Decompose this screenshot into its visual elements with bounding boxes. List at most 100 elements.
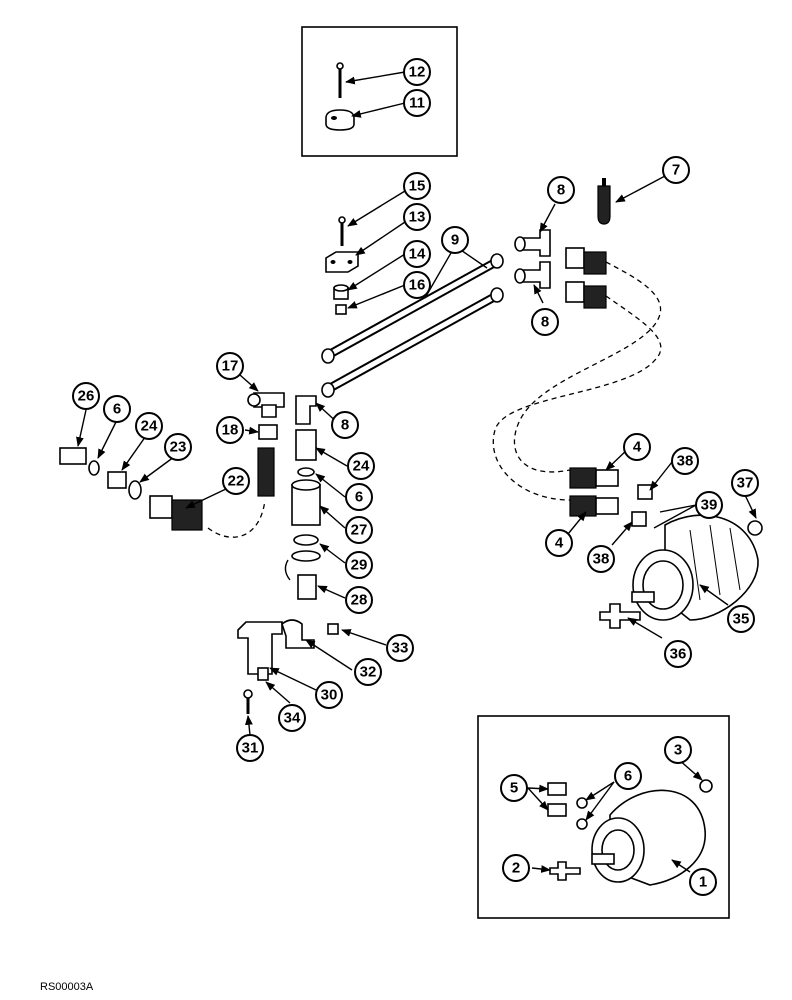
svg-text:4: 4 bbox=[555, 535, 564, 552]
svg-text:29: 29 bbox=[351, 557, 368, 574]
plug-37 bbox=[747, 520, 763, 536]
oring-6-mid bbox=[297, 467, 315, 477]
motor-35 bbox=[631, 514, 759, 621]
callout-11: 11 bbox=[403, 89, 431, 117]
svg-text:35: 35 bbox=[733, 611, 750, 628]
hose-route-2 bbox=[492, 295, 662, 501]
hose-end-22 bbox=[257, 447, 275, 497]
callout-35: 35 bbox=[727, 605, 755, 633]
callout-5: 5 bbox=[500, 774, 528, 802]
svg-text:16: 16 bbox=[409, 277, 426, 294]
svg-text:12: 12 bbox=[409, 64, 426, 81]
callout-37: 37 bbox=[731, 469, 759, 497]
svg-text:7: 7 bbox=[672, 162, 680, 179]
bolt-2 bbox=[549, 861, 581, 881]
orings-6-inset bbox=[576, 797, 588, 830]
svg-text:38: 38 bbox=[677, 453, 694, 470]
svg-text:9: 9 bbox=[451, 232, 459, 249]
fittings-5 bbox=[547, 782, 567, 817]
svg-text:34: 34 bbox=[284, 710, 301, 727]
dust-cap-28 bbox=[284, 559, 317, 600]
svg-text:38: 38 bbox=[593, 551, 610, 568]
callout-31: 31 bbox=[236, 734, 264, 762]
callout-7: 7 bbox=[662, 156, 690, 184]
callout-1: 1 bbox=[689, 868, 717, 896]
nut-34 bbox=[257, 667, 269, 681]
svg-text:6: 6 bbox=[624, 768, 632, 785]
callout-38-upper: 38 bbox=[671, 447, 699, 475]
oring-6-left bbox=[88, 460, 100, 476]
svg-text:11: 11 bbox=[409, 95, 425, 112]
callout-6-left: 6 bbox=[103, 395, 131, 423]
svg-text:30: 30 bbox=[321, 687, 338, 704]
tube-9-lower bbox=[321, 287, 504, 398]
callout-33: 33 bbox=[386, 634, 414, 662]
svg-text:39: 39 bbox=[701, 497, 718, 514]
callout-9: 9 bbox=[441, 226, 469, 254]
svg-text:3: 3 bbox=[674, 742, 682, 759]
svg-text:24: 24 bbox=[353, 458, 370, 475]
callout-16: 16 bbox=[403, 271, 431, 299]
fittings-38 bbox=[631, 484, 653, 527]
callout-4-upper: 4 bbox=[623, 433, 651, 461]
svg-text:14: 14 bbox=[409, 246, 426, 263]
callout-17: 17 bbox=[216, 352, 244, 380]
callout-8-mid: 8 bbox=[531, 308, 559, 336]
svg-text:28: 28 bbox=[351, 592, 368, 609]
elbow-8-upper bbox=[514, 229, 551, 257]
svg-text:22: 22 bbox=[228, 473, 245, 490]
bolt-31 bbox=[243, 689, 253, 714]
clip-7 bbox=[597, 178, 611, 225]
callout-22: 22 bbox=[222, 467, 250, 495]
hose-end-4-upper bbox=[569, 467, 619, 489]
callout-18: 18 bbox=[216, 416, 244, 444]
callout-28: 28 bbox=[345, 586, 373, 614]
svg-text:6: 6 bbox=[113, 401, 121, 418]
callout-26: 26 bbox=[72, 382, 100, 410]
washer-29 bbox=[291, 534, 321, 562]
callout-6-inset: 6 bbox=[614, 762, 642, 790]
callout-36: 36 bbox=[664, 640, 692, 668]
callout-2: 2 bbox=[502, 854, 530, 882]
hose-route-1 bbox=[513, 261, 662, 473]
nut-18 bbox=[258, 424, 278, 440]
elbow-8-left bbox=[295, 395, 317, 425]
bracket-30 bbox=[237, 621, 283, 675]
callout-32: 32 bbox=[354, 658, 382, 686]
svg-text:32: 32 bbox=[360, 664, 377, 681]
callout-24-left: 24 bbox=[135, 412, 163, 440]
adapter-24-mid bbox=[295, 429, 317, 461]
svg-text:5: 5 bbox=[510, 780, 518, 797]
fitting-26 bbox=[59, 447, 87, 465]
callout-23: 23 bbox=[164, 433, 192, 461]
svg-text:26: 26 bbox=[78, 388, 95, 405]
svg-text:4: 4 bbox=[633, 439, 642, 456]
svg-text:24: 24 bbox=[141, 418, 158, 435]
callout-30: 30 bbox=[315, 681, 343, 709]
svg-text:27: 27 bbox=[351, 522, 368, 539]
callout-24-mid: 24 bbox=[347, 452, 375, 480]
bracket-32 bbox=[281, 619, 315, 649]
callout-6-mid: 6 bbox=[345, 483, 373, 511]
callout-27: 27 bbox=[345, 516, 373, 544]
bolt-36 bbox=[599, 603, 641, 629]
adapter-24-left bbox=[107, 471, 127, 489]
callout-8-left: 8 bbox=[331, 411, 359, 439]
inset-box-bottom bbox=[477, 715, 730, 919]
svg-text:18: 18 bbox=[222, 422, 239, 439]
clamp-block-13 bbox=[325, 251, 359, 273]
callout-34: 34 bbox=[278, 704, 306, 732]
callout-38-lower: 38 bbox=[587, 545, 615, 573]
svg-text:36: 36 bbox=[670, 646, 687, 663]
svg-text:31: 31 bbox=[242, 740, 259, 757]
callout-4-lower: 4 bbox=[545, 529, 573, 557]
callout-8-top: 8 bbox=[547, 176, 575, 204]
hose-end-4-lower bbox=[569, 495, 619, 517]
clamp-nut-14 bbox=[333, 284, 349, 300]
svg-text:8: 8 bbox=[541, 314, 549, 331]
callout-29: 29 bbox=[345, 551, 373, 579]
pin-12 bbox=[336, 62, 344, 98]
inset-box-top bbox=[301, 26, 458, 157]
svg-text:15: 15 bbox=[409, 178, 426, 195]
svg-text:8: 8 bbox=[557, 182, 565, 199]
